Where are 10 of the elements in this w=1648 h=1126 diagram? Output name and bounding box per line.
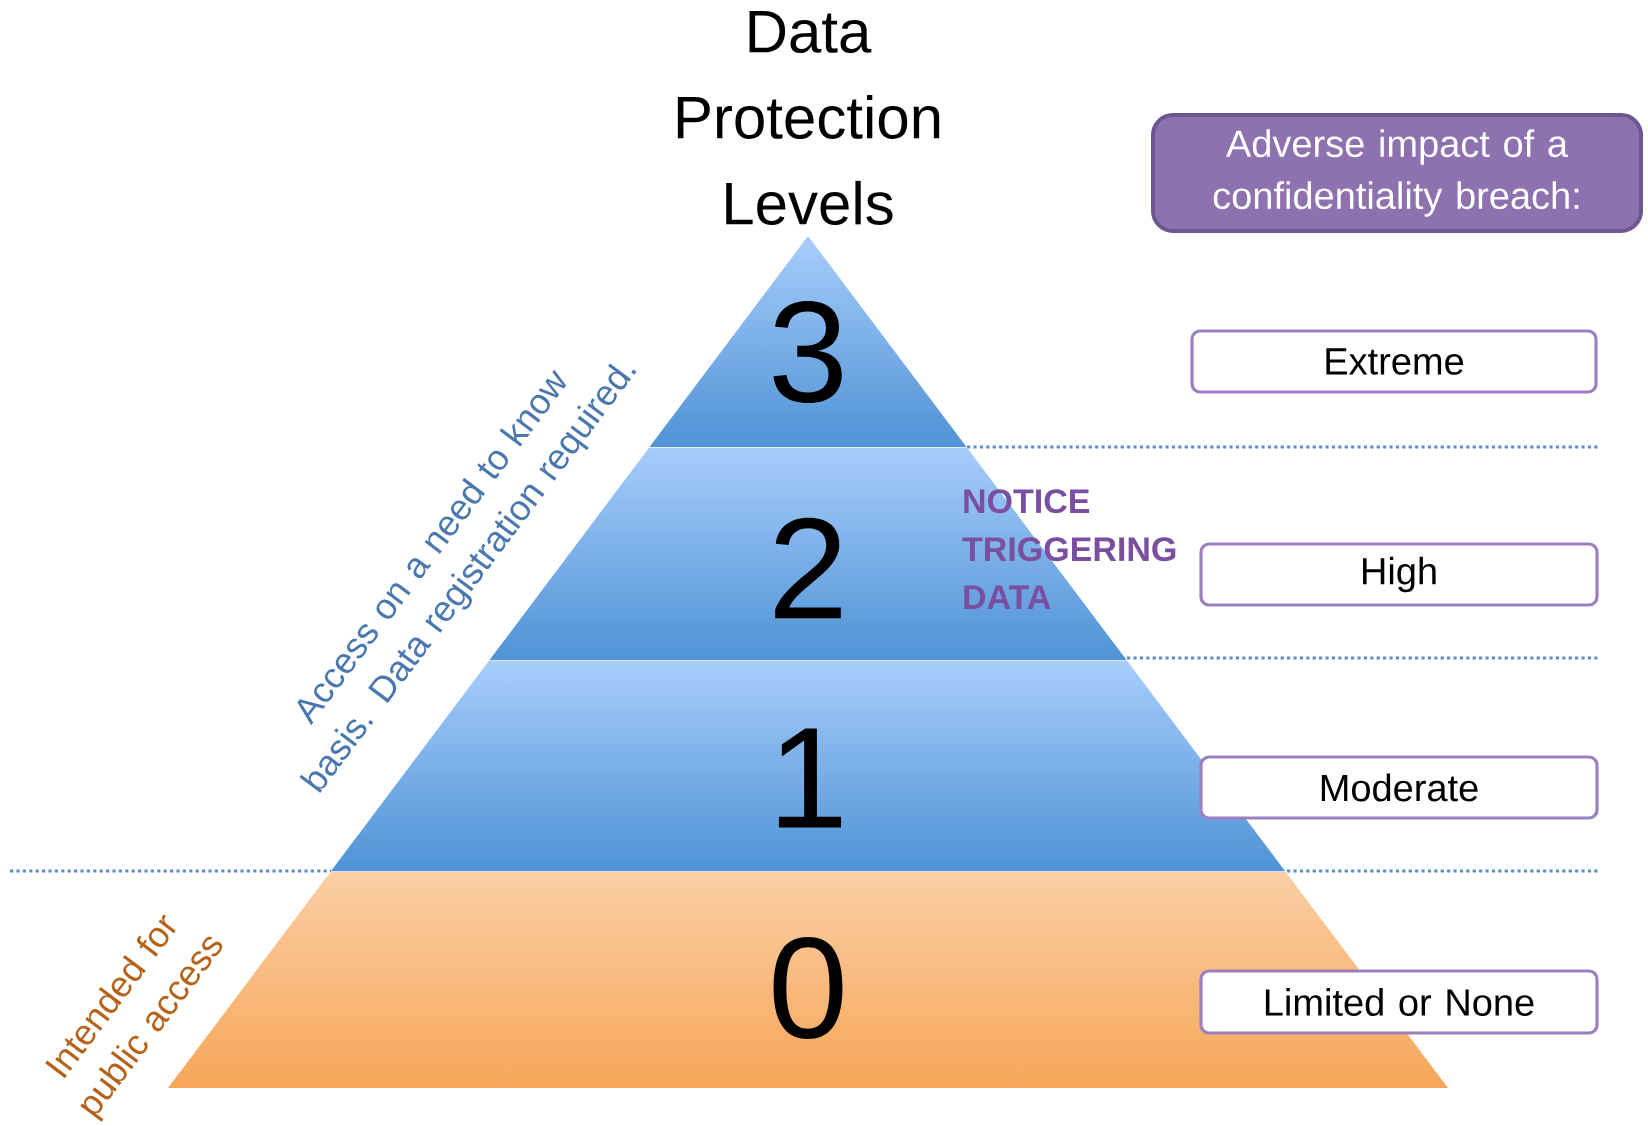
impact-box: Extreme xyxy=(1190,329,1598,394)
title: Data Protection Levels xyxy=(677,11,940,225)
pyramid-level: 0 xyxy=(773,937,843,1039)
heading-box: Adverse impact of a confidentiality breach: xyxy=(1151,113,1643,233)
pyramid-level: 1 xyxy=(778,728,841,828)
pyramid-level: 3 xyxy=(773,301,842,403)
impact-box: Moderate xyxy=(1199,755,1599,820)
impact-box: High xyxy=(1199,542,1599,607)
pyramid-level: 2 xyxy=(775,517,841,619)
impact-box: Limited or None xyxy=(1199,969,1599,1035)
